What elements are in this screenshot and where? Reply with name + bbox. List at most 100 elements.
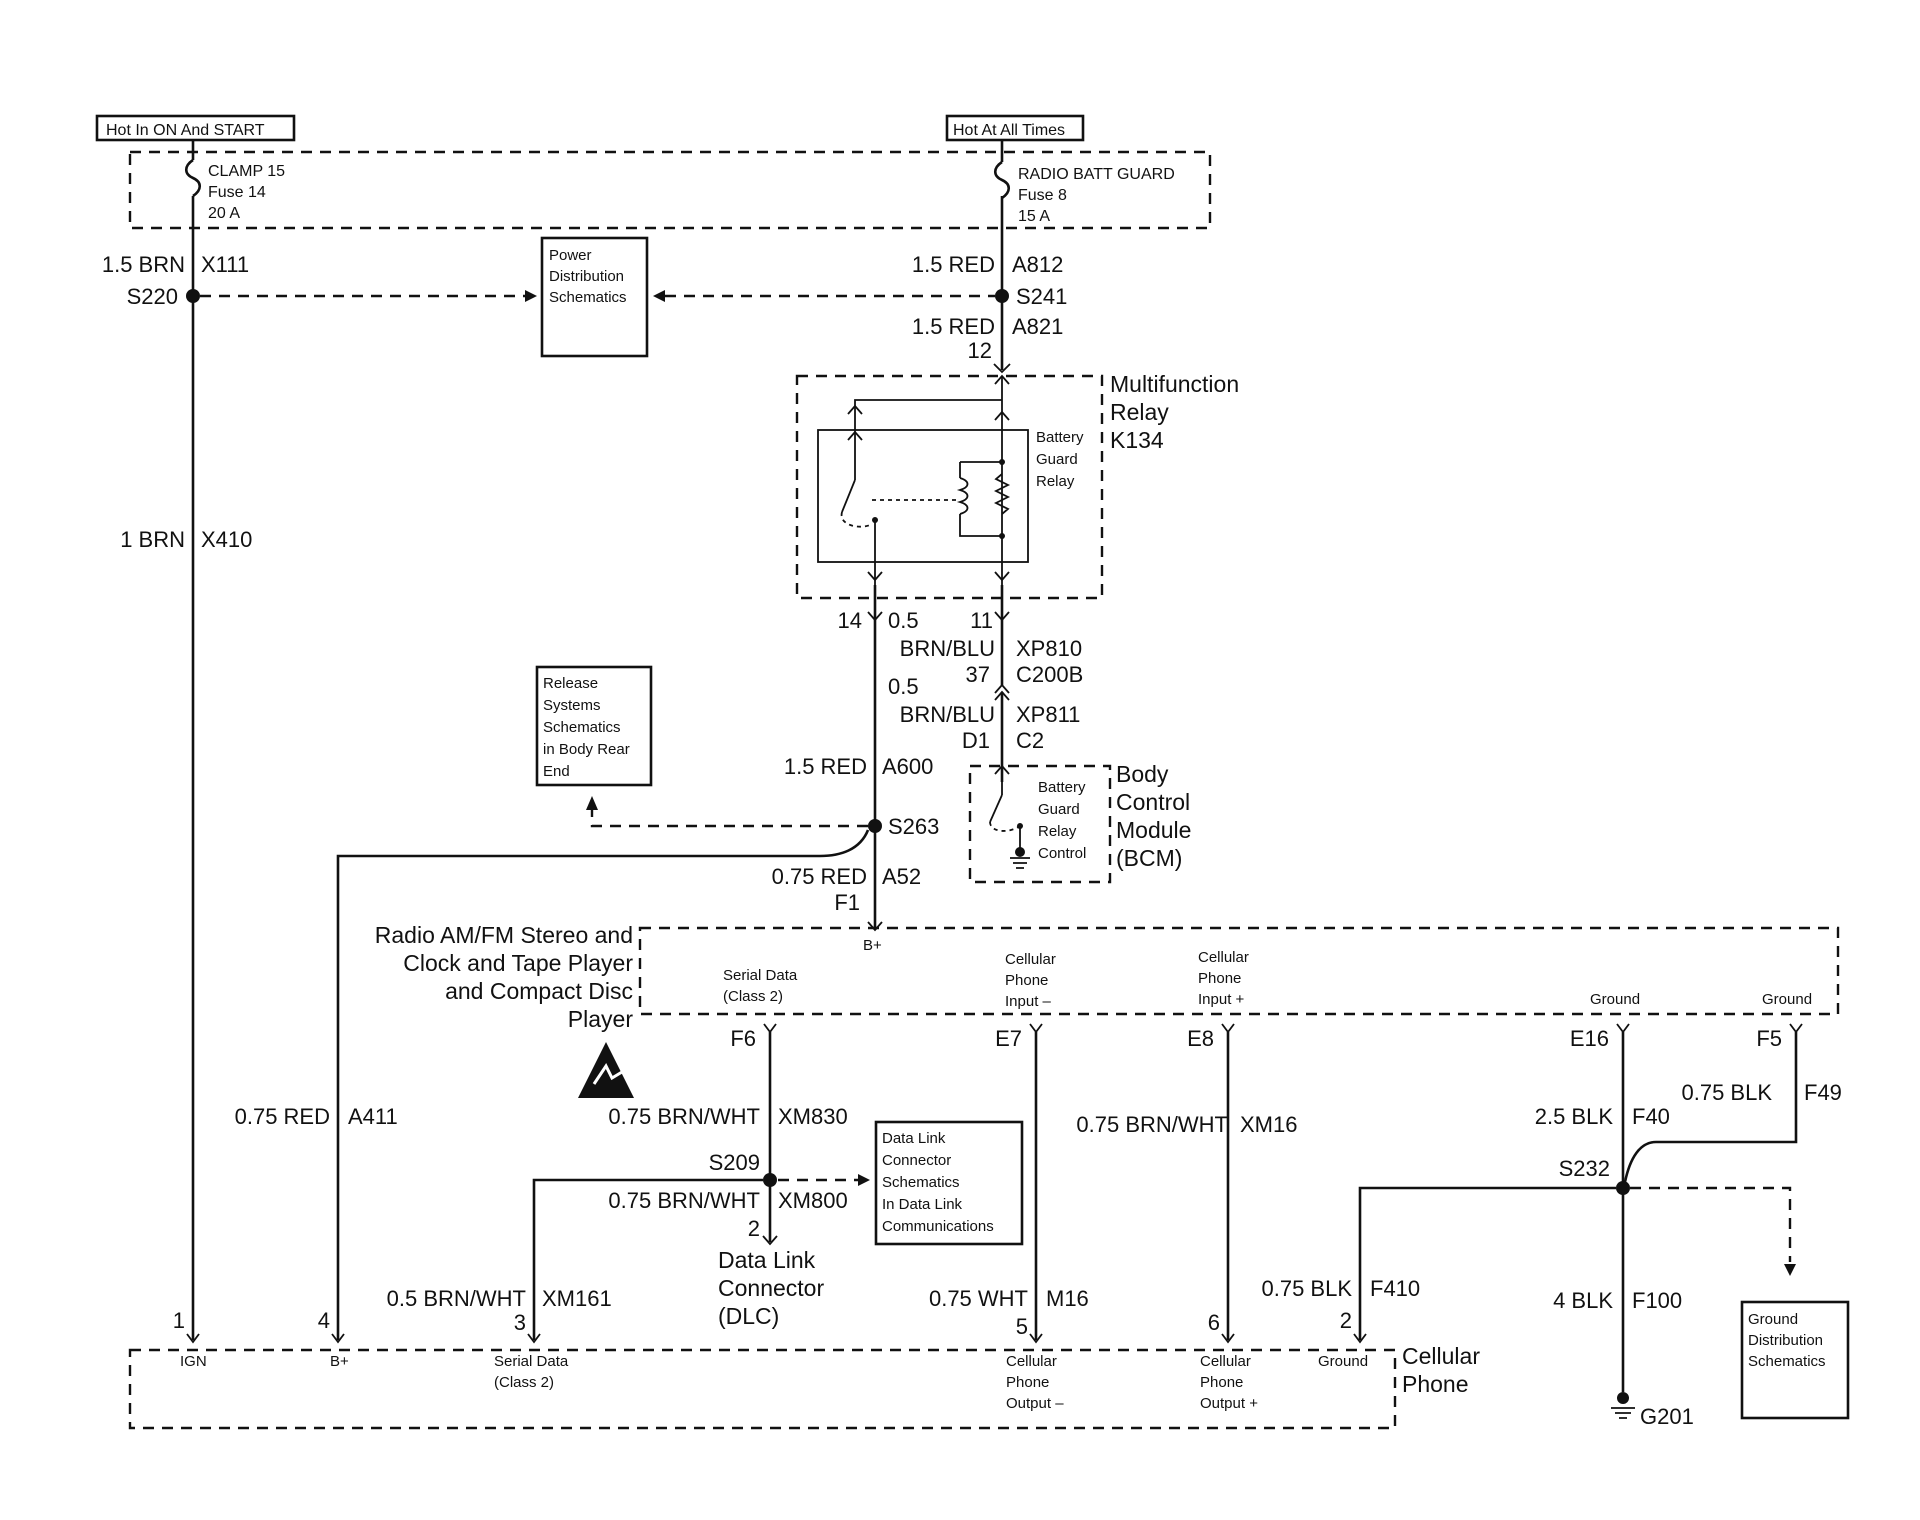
svg-text:(BCM): (BCM) bbox=[1116, 845, 1182, 871]
multifunction-relay-outline bbox=[795, 374, 1104, 600]
svg-text:Data Link: Data Link bbox=[882, 1130, 946, 1147]
svg-text:BRN/BLU: BRN/BLU bbox=[900, 636, 995, 661]
svg-text:1.5 RED: 1.5 RED bbox=[912, 252, 995, 277]
svg-text:0.75 BRN/WHT: 0.75 BRN/WHT bbox=[608, 1188, 760, 1213]
svg-text:Phone: Phone bbox=[1006, 1374, 1049, 1391]
svg-text:E16: E16 bbox=[1570, 1026, 1609, 1051]
svg-text:11: 11 bbox=[970, 608, 993, 633]
bcm-outline bbox=[968, 764, 1112, 884]
s232-to-ground-dist bbox=[1630, 1186, 1792, 1262]
svg-text:Module: Module bbox=[1116, 817, 1191, 843]
release-systems-box bbox=[535, 665, 653, 787]
svg-text:Body: Body bbox=[1116, 761, 1169, 787]
hot-in-on-start-label: Hot In ON And START bbox=[106, 122, 265, 139]
svg-text:Distribution: Distribution bbox=[1748, 1332, 1823, 1349]
svg-text:In Data Link: In Data Link bbox=[882, 1196, 963, 1213]
svg-text:0.75 BLK: 0.75 BLK bbox=[1261, 1276, 1352, 1301]
battery-guard-relay-box bbox=[817, 429, 1029, 563]
svg-text:5: 5 bbox=[1016, 1314, 1028, 1339]
dlc-schematics-box bbox=[874, 1120, 1024, 1246]
s232-label: S232 bbox=[1559, 1156, 1610, 1181]
fuse-right-name: RADIO BATT GUARD bbox=[1018, 166, 1175, 183]
svg-text:Control: Control bbox=[1116, 789, 1190, 815]
svg-text:0.75 RED: 0.75 RED bbox=[235, 1104, 330, 1129]
svg-text:A821: A821 bbox=[1012, 314, 1063, 339]
splice-s232 bbox=[1616, 1181, 1630, 1195]
svg-text:Output –: Output – bbox=[1006, 1395, 1064, 1412]
svg-text:Control: Control bbox=[1038, 845, 1086, 862]
svg-text:A600: A600 bbox=[882, 754, 933, 779]
svg-text:F49: F49 bbox=[1804, 1080, 1842, 1105]
svg-text:Connector: Connector bbox=[882, 1152, 951, 1169]
svg-text:Cellular: Cellular bbox=[1402, 1343, 1480, 1369]
svg-text:0.5: 0.5 bbox=[888, 674, 919, 699]
fuse-left-name: CLAMP 15 bbox=[208, 163, 285, 180]
svg-text:Ground: Ground bbox=[1748, 1311, 1798, 1328]
svg-text:Radio AM/FM Stereo and: Radio AM/FM Stereo and bbox=[375, 922, 633, 948]
svg-text:Phone: Phone bbox=[1198, 970, 1241, 987]
g201-label: G201 bbox=[1640, 1404, 1694, 1429]
splice-s263 bbox=[868, 819, 882, 833]
svg-text:F410: F410 bbox=[1370, 1276, 1420, 1301]
svg-text:14: 14 bbox=[838, 608, 862, 633]
relay-switch-contact bbox=[841, 479, 856, 513]
svg-text:(Class 2): (Class 2) bbox=[723, 988, 783, 1005]
s263-to-release-systems bbox=[590, 808, 868, 828]
power-distribution-box bbox=[540, 236, 649, 358]
svg-text:Battery: Battery bbox=[1036, 429, 1084, 446]
svg-text:Phone: Phone bbox=[1005, 972, 1048, 989]
svg-text:C200B: C200B bbox=[1016, 662, 1083, 687]
svg-text:XP810: XP810 bbox=[1016, 636, 1082, 661]
svg-text:F40: F40 bbox=[1632, 1104, 1670, 1129]
svg-text:End: End bbox=[543, 763, 570, 780]
hot-at-all-times-box bbox=[945, 114, 1085, 142]
wire-a411 bbox=[336, 829, 870, 1340]
svg-text:Cellular: Cellular bbox=[1005, 951, 1056, 968]
svg-text:0.75 RED: 0.75 RED bbox=[772, 864, 867, 889]
svg-text:0.75 BLK: 0.75 BLK bbox=[1681, 1080, 1772, 1105]
svg-text:M16: M16 bbox=[1046, 1286, 1089, 1311]
wire-xm161 bbox=[532, 1178, 763, 1340]
bcm-relay-control-switch bbox=[989, 794, 1003, 823]
svg-text:F1: F1 bbox=[834, 890, 860, 915]
fuse-right-number: Fuse 8 bbox=[1018, 187, 1067, 204]
relay-resistor bbox=[993, 473, 1011, 515]
svg-text:Power: Power bbox=[549, 247, 592, 264]
svg-text:Distribution: Distribution bbox=[549, 268, 624, 285]
splice-s220 bbox=[186, 289, 200, 303]
svg-text:IGN: IGN bbox=[180, 1353, 207, 1370]
svg-text:XM16: XM16 bbox=[1240, 1112, 1297, 1137]
svg-text:Cellular: Cellular bbox=[1198, 949, 1249, 966]
svg-text:2: 2 bbox=[748, 1216, 760, 1241]
svg-text:Ground: Ground bbox=[1762, 991, 1812, 1008]
svg-text:1.5 RED: 1.5 RED bbox=[784, 754, 867, 779]
svg-text:XP811: XP811 bbox=[1016, 702, 1080, 727]
svg-text:Player: Player bbox=[568, 1006, 634, 1032]
mf-relay-label-1: Multifunction bbox=[1110, 371, 1239, 397]
mf-relay-label-2: Relay bbox=[1110, 399, 1169, 425]
svg-text:(Class 2): (Class 2) bbox=[494, 1374, 554, 1391]
svg-text:Phone: Phone bbox=[1200, 1374, 1243, 1391]
svg-text:Connector: Connector bbox=[718, 1275, 824, 1301]
svg-text:(DLC): (DLC) bbox=[718, 1303, 779, 1329]
svg-text:12: 12 bbox=[968, 338, 992, 363]
s241-label: S241 bbox=[1016, 284, 1067, 309]
fuse-8-symbol bbox=[993, 160, 1011, 200]
svg-text:6: 6 bbox=[1208, 1310, 1220, 1335]
svg-text:0.75 BRN/WHT: 0.75 BRN/WHT bbox=[608, 1104, 760, 1129]
svg-text:0.75 WHT: 0.75 WHT bbox=[929, 1286, 1028, 1311]
svg-text:E7: E7 bbox=[995, 1026, 1022, 1051]
svg-text:X410: X410 bbox=[201, 527, 252, 552]
svg-text:Input +: Input + bbox=[1198, 991, 1245, 1008]
svg-text:0.5: 0.5 bbox=[888, 608, 919, 633]
s209-label: S209 bbox=[709, 1150, 760, 1175]
svg-text:F100: F100 bbox=[1632, 1288, 1682, 1313]
wire-f49 bbox=[1623, 1032, 1798, 1183]
svg-text:Ground: Ground bbox=[1318, 1353, 1368, 1370]
svg-text:4 BLK: 4 BLK bbox=[1553, 1288, 1613, 1313]
svg-text:A52: A52 bbox=[882, 864, 921, 889]
svg-text:Release: Release bbox=[543, 675, 598, 692]
svg-text:XM161: XM161 bbox=[542, 1286, 612, 1311]
relay-coil bbox=[956, 477, 969, 515]
